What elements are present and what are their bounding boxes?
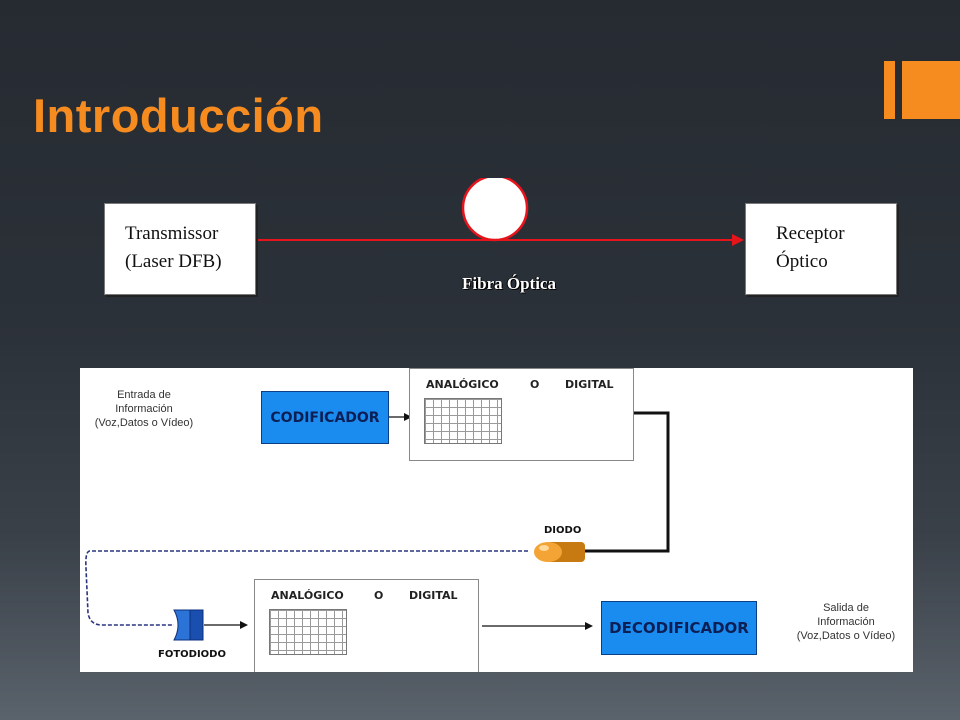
photodiode-icon bbox=[173, 609, 204, 641]
panel-bottom-digital: DIGITAL bbox=[409, 589, 458, 602]
fiber-label: Fibra Óptica bbox=[462, 274, 556, 293]
output-line1: Salida de bbox=[823, 602, 869, 614]
panel-top-analog: ANALÓGICO bbox=[426, 378, 499, 391]
decoder-block: DECODIFICADOR bbox=[601, 601, 757, 655]
panel-top-or: O bbox=[530, 378, 540, 391]
arrow-decoder-icon bbox=[585, 622, 593, 630]
accent-square bbox=[902, 61, 960, 119]
transmitter-line1: Transmissor bbox=[125, 223, 219, 244]
diode-label: DIODO bbox=[544, 525, 582, 536]
panel-top-digital: DIGITAL bbox=[565, 378, 614, 391]
receiver-line1: Receptor bbox=[776, 223, 845, 244]
signal-panel-top: ANALÓGICO O DIGITAL bbox=[409, 368, 634, 461]
output-line2: Información bbox=[817, 616, 875, 628]
output-line3: (Voz,Datos o Vídeo) bbox=[796, 630, 896, 642]
arrow-head-icon bbox=[732, 234, 744, 246]
panel-bottom-or: O bbox=[374, 589, 384, 602]
receiver-line2: Óptico bbox=[776, 251, 828, 272]
fiber-link-diagram: Transmissor (Laser DFB) Receptor Óptico … bbox=[104, 178, 898, 298]
decoder-label: DECODIFICADOR bbox=[609, 619, 749, 637]
output-info-text: Salida de Información (Voz,Datos o Vídeo… bbox=[780, 601, 912, 643]
photodiode-label: FOTODIODO bbox=[158, 649, 226, 660]
transmitter-line2: (Laser DFB) bbox=[125, 251, 222, 272]
input-line1: Entrada de bbox=[117, 389, 171, 401]
transmitter-box: Transmissor (Laser DFB) bbox=[104, 203, 256, 295]
input-line2: Información bbox=[115, 403, 173, 415]
input-info-text: Entrada de Información (Voz,Datos o Víde… bbox=[80, 388, 208, 430]
communication-chain-diagram: Entrada de Información (Voz,Datos o Víde… bbox=[80, 368, 913, 672]
input-line3: (Voz,Datos o Vídeo) bbox=[94, 417, 194, 429]
arrow-photodiode-icon bbox=[240, 621, 248, 629]
chain-connectors bbox=[85, 411, 670, 641]
encoder-label: CODIFICADOR bbox=[270, 409, 380, 426]
slide-title: Introducción bbox=[33, 89, 324, 142]
fiber-coil bbox=[461, 178, 529, 242]
accent-bar bbox=[884, 61, 895, 119]
encoder-block: CODIFICADOR bbox=[261, 391, 389, 444]
waveform-grid-bottom bbox=[269, 609, 347, 655]
signal-panel-bottom: ANALÓGICO O DIGITAL bbox=[254, 579, 479, 672]
diode-icon bbox=[534, 542, 585, 562]
electrical-cable bbox=[585, 411, 670, 553]
panel-bottom-analog: ANALÓGICO bbox=[271, 589, 344, 602]
arrow-encoder-icon bbox=[404, 413, 412, 421]
optical-fiber-dashed bbox=[85, 550, 528, 626]
waveform-grid-top bbox=[424, 398, 502, 444]
receiver-box: Receptor Óptico bbox=[745, 203, 897, 295]
fiber-link-lines bbox=[256, 178, 744, 246]
